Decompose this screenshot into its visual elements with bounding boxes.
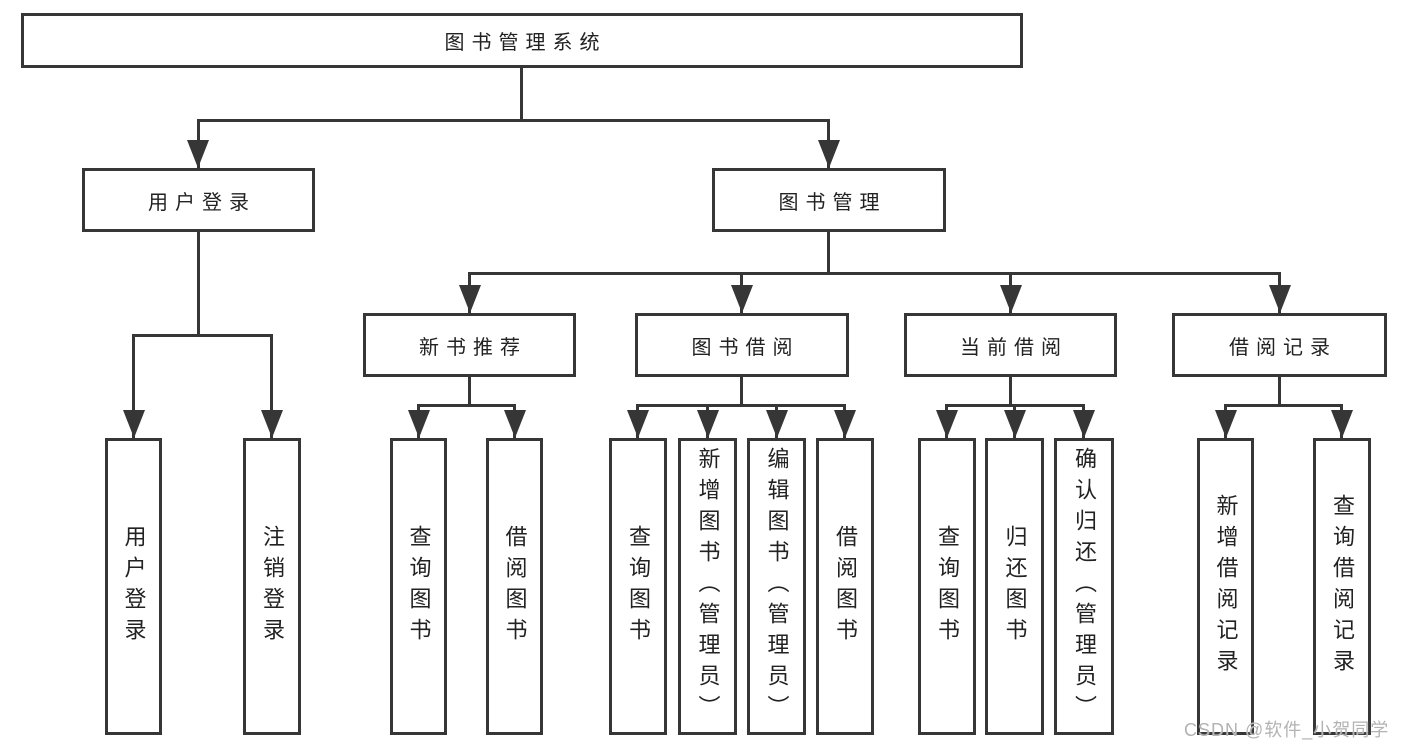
- leaf-label: 查询借阅记录: [1330, 493, 1355, 680]
- connector-line: [468, 377, 471, 407]
- node-user-login: 用户登录: [82, 168, 315, 232]
- arrow-down-icon: [697, 410, 719, 438]
- node-new-book-recommend: 新书推荐: [363, 313, 576, 377]
- connector-line: [520, 68, 523, 120]
- csdn-watermark: CSDN @软件_小贺同学: [1184, 720, 1390, 740]
- arrow-down-icon: [459, 285, 481, 313]
- arrow-down-icon: [261, 410, 283, 438]
- leaf-borrow-books-recommend: 借阅图书: [486, 438, 543, 735]
- node-label: 图书借阅: [691, 336, 800, 359]
- leaf-logout: 注销登录: [243, 438, 301, 735]
- leaf-label: 注销登录: [260, 524, 285, 649]
- leaf-query-books-current: 查询图书: [918, 438, 976, 735]
- connector-line: [740, 377, 743, 407]
- arrow-down-icon: [1215, 410, 1237, 438]
- node-book-borrowing: 图书借阅: [635, 313, 849, 377]
- arrow-down-icon: [818, 140, 840, 168]
- arrow-down-icon: [766, 410, 788, 438]
- node-label: 图书管理系统: [444, 32, 607, 54]
- node-label: 图书管理: [778, 191, 887, 214]
- connector-line: [636, 404, 845, 407]
- leaf-add-books-admin: 新增图书（管理员）: [678, 438, 737, 735]
- leaf-add-borrow-record: 新增借阅记录: [1197, 438, 1254, 735]
- leaf-edit-books-admin: 编辑图书（管理员）: [747, 438, 806, 735]
- node-label: 借阅记录: [1229, 336, 1337, 359]
- leaf-label: 新增借阅记录: [1213, 493, 1239, 680]
- node-current-borrowing: 当前借阅: [904, 313, 1117, 377]
- node-label: 用户登录: [148, 191, 256, 214]
- arrow-down-icon: [1331, 410, 1353, 438]
- leaf-label: 用户登录: [121, 524, 147, 649]
- leaf-label: 新增图书（管理员）: [695, 447, 721, 726]
- arrow-down-icon: [1269, 285, 1291, 313]
- connector-line: [1009, 377, 1012, 407]
- leaf-label: 借阅图书: [833, 524, 858, 649]
- arrow-down-icon: [1004, 410, 1026, 438]
- leaf-label: 借阅图书: [502, 524, 528, 649]
- arrow-down-icon: [504, 410, 526, 438]
- connector-line: [132, 334, 273, 337]
- leaf-borrow-books: 借阅图书: [816, 438, 874, 735]
- leaf-query-borrow-record: 查询借阅记录: [1313, 438, 1371, 735]
- arrow-down-icon: [187, 140, 209, 168]
- node-book-management: 图书管理: [712, 168, 946, 232]
- leaf-return-books: 归还图书: [985, 438, 1044, 735]
- connector-line: [1278, 377, 1281, 407]
- connector-line: [827, 232, 830, 274]
- leaf-label: 查询图书: [626, 524, 651, 649]
- node-label: 新书推荐: [419, 336, 527, 359]
- node-borrowing-records: 借阅记录: [1172, 313, 1387, 377]
- arrow-down-icon: [408, 410, 430, 438]
- connector-line: [132, 334, 135, 438]
- leaf-confirm-return-admin: 确认归还（管理员）: [1054, 438, 1114, 735]
- leaf-query-books-recommend: 查询图书: [390, 438, 447, 735]
- leaf-label: 归还图书: [1002, 524, 1028, 649]
- leaf-user-login: 用户登录: [105, 438, 162, 735]
- arrow-down-icon: [627, 410, 649, 438]
- arrow-down-icon: [936, 410, 958, 438]
- connector-line: [417, 404, 516, 407]
- connector-line: [270, 334, 273, 438]
- connector-line: [1224, 404, 1342, 407]
- leaf-query-books-borrowing: 查询图书: [609, 438, 667, 735]
- node-library-system: 图书管理系统: [21, 13, 1023, 68]
- connector-line: [197, 232, 200, 337]
- arrow-down-icon: [1000, 285, 1022, 313]
- connector-line: [468, 272, 1281, 275]
- node-label: 当前借阅: [960, 336, 1068, 359]
- leaf-label: 确认归还（管理员）: [1072, 447, 1097, 726]
- leaf-label: 查询图书: [406, 524, 432, 649]
- leaf-label: 编辑图书（管理员）: [764, 447, 790, 726]
- arrow-down-icon: [1073, 410, 1095, 438]
- connector-line: [197, 119, 830, 122]
- leaf-label: 查询图书: [935, 524, 960, 649]
- arrow-down-icon: [834, 410, 856, 438]
- arrow-down-icon: [731, 285, 753, 313]
- arrow-down-icon: [123, 410, 145, 438]
